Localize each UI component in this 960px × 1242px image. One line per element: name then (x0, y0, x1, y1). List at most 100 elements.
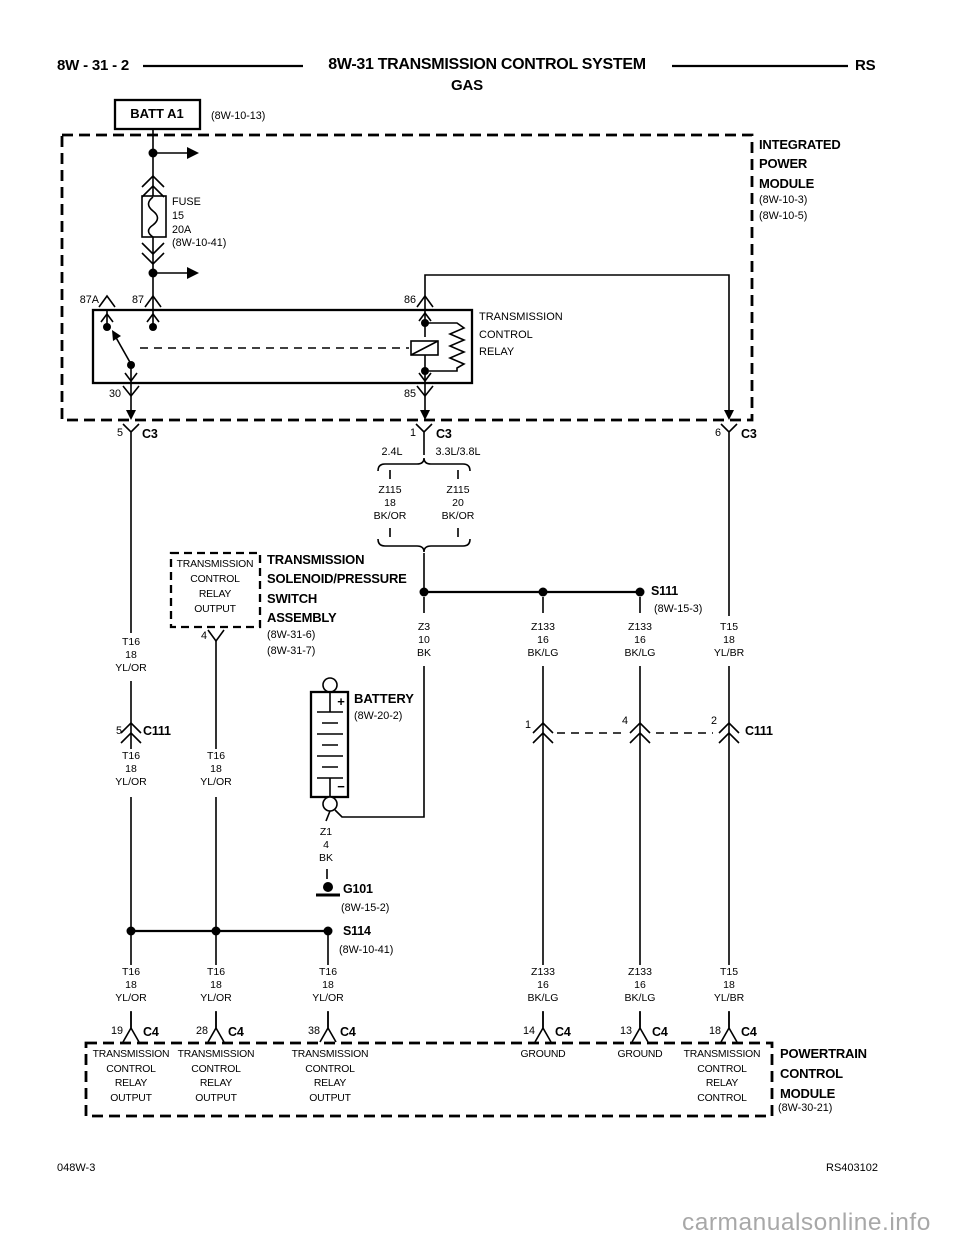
c111-pin5-number: 5 (115, 725, 122, 737)
relay-pin-87a: 87A (79, 294, 99, 306)
c3-name-left: C3 (142, 427, 158, 441)
c4-connector-icons (122, 1012, 738, 1043)
c4-pin28-number: 28 (195, 1025, 208, 1037)
transmission-control-relay (91, 274, 734, 420)
ipm-refs: (8W-10-3) (8W-10-5) (759, 194, 808, 222)
g101-name: G101 (343, 882, 373, 896)
s114-name: S114 (343, 924, 371, 938)
brace-merge-icon (377, 538, 471, 553)
c4-name: C4 (228, 1025, 244, 1039)
battery-feed-circuit (141, 129, 199, 310)
engine-24l-label: 2.4L (381, 446, 403, 458)
battery-ref: (8W-20-2) (354, 710, 403, 722)
c4-pin38-number: 38 (307, 1025, 320, 1037)
solenoid-pin4-icon (207, 629, 225, 643)
engine-type: GAS (451, 77, 483, 94)
z1-wire (325, 810, 331, 879)
c4-pin19-number: 19 (110, 1025, 123, 1037)
c4-name: C4 (143, 1025, 159, 1039)
ipm-name: INTEGRATED POWER MODULE (759, 137, 841, 191)
c3-pin1-number: 1 (409, 427, 416, 439)
engine-branch (377, 441, 471, 588)
batt-a1-label: BATT A1 (130, 106, 184, 121)
solenoid-pin4-number: 4 (200, 630, 207, 642)
page-title: 8W-31 TRANSMISSION CONTROL SYSTEM (328, 56, 646, 73)
c4-pin14-icon (534, 1012, 552, 1043)
batt-a1-box (113, 98, 202, 131)
s114-splice (126, 926, 333, 936)
c4-name: C4 (652, 1025, 668, 1039)
platform-code: RS (855, 57, 876, 74)
c111-name-left: C111 (143, 724, 171, 738)
page-id: 8W - 31 - 2 (57, 57, 129, 74)
c4-pin28-icon (207, 1012, 225, 1043)
z3-wire (334, 666, 425, 818)
c3-pin5-icon (122, 423, 140, 441)
fuse-symbol (141, 195, 167, 238)
battery-minus: − (337, 779, 345, 794)
s111-ref: (8W-15-3) (654, 603, 703, 615)
relay-pin-85: 85 (403, 388, 416, 400)
relay-output-box (169, 551, 262, 629)
c111-connector-icons (120, 721, 740, 744)
relay-pin-30: 30 (108, 388, 121, 400)
solenoid-assembly-name: TRANSMISSION SOLENOID/PRESSURE SWITCH AS… (267, 552, 407, 625)
c4-name: C4 (340, 1025, 356, 1039)
c4-name: C4 (555, 1025, 571, 1039)
pin-85-icon (416, 385, 434, 398)
c3-name-right: C3 (741, 427, 757, 441)
c111-pin5-icon (120, 721, 142, 744)
engine-33l-label: 3.3L/3.8L (435, 446, 481, 458)
relay-output-box-label: TRANSMISSION CONTROL RELAY OUTPUT (176, 559, 254, 615)
s114-ref: (8W-10-41) (339, 944, 394, 956)
c3-name-mid: C3 (436, 427, 452, 441)
c4-pin14-number: 14 (522, 1025, 535, 1037)
c4-pin13-icon (631, 1012, 649, 1043)
fuse-label: FUSE 15 20A (8W-10-41) (172, 196, 227, 250)
c111-pin1-icon (532, 721, 554, 744)
ipm-box (60, 133, 754, 422)
inline-connector-up-icon (141, 174, 165, 198)
c4-name: C4 (741, 1025, 757, 1039)
c4-pin19-icon (122, 1012, 140, 1043)
c4-pin38-icon (319, 1012, 337, 1043)
brace-split-icon (377, 457, 471, 472)
footer-sheet-number: RS403102 (826, 1162, 878, 1174)
pin-87a-icon (98, 294, 116, 308)
pcm-box (84, 1041, 774, 1118)
pcm-fn-ground: GROUND (617, 1049, 663, 1060)
c3-pin5-number: 5 (116, 427, 123, 439)
c111-pin2-icon (718, 721, 740, 744)
c3-connector-icons (122, 423, 738, 441)
c3-pin1-icon (415, 423, 433, 441)
c111-pin1-number: 1 (524, 719, 531, 731)
relay-pin-86: 86 (403, 294, 416, 306)
pin-30-icon (122, 385, 140, 398)
pin-87-icon (144, 294, 162, 308)
g101-ref: (8W-15-2) (341, 902, 390, 914)
c111-pin2-number: 2 (710, 715, 717, 727)
s111-splice (419, 587, 645, 613)
watermark: carmanualsonline.info (682, 1209, 931, 1236)
c111-name-right: C111 (745, 724, 773, 738)
g101-ground-icon (316, 882, 340, 897)
